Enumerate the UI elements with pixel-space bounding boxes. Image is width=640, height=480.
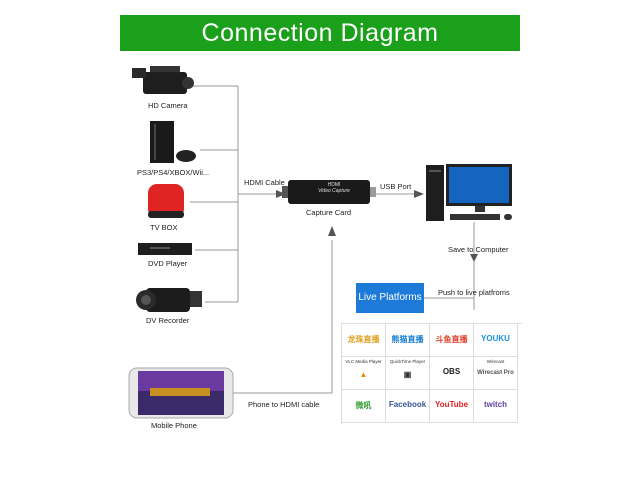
platform-cell: twitch xyxy=(474,390,518,423)
platform-cell: VLC Media Player ▲ xyxy=(342,357,386,390)
platform-cell: 微吼 xyxy=(342,390,386,423)
platform-cell: OBS xyxy=(430,357,474,390)
platform-caption: Wirecast xyxy=(486,359,505,364)
platform-logo: Facebook xyxy=(388,400,427,409)
mobile-phone-label: Mobile Phone xyxy=(151,421,197,430)
platform-caption: QuickTime Player xyxy=(389,359,426,364)
platform-logo: 熊猫直播 xyxy=(391,335,424,344)
arrow-to-pc xyxy=(414,190,424,198)
platform-logo: YouTube xyxy=(434,400,469,409)
platform-cell: YOUKU xyxy=(474,324,518,357)
computer-icon xyxy=(426,164,512,221)
hdmi-cable-label: HDMI Cable xyxy=(244,178,285,187)
capture-card-print: HDMI Video Capture xyxy=(318,182,350,194)
platform-cell: Facebook xyxy=(386,390,430,423)
source-label-dv-recorder: DV Recorder xyxy=(146,316,190,325)
arrow-to-save xyxy=(470,254,478,262)
platform-logo: 斗鱼直播 xyxy=(435,335,468,344)
platform-cell: 斗鱼直播 xyxy=(430,324,474,357)
source-label-tv-box: TV BOX xyxy=(150,223,178,232)
source-label-hd-camera: HD Camera xyxy=(148,101,188,110)
platform-caption: VLC Media Player xyxy=(345,359,382,364)
capture-card-label: Capture Card xyxy=(306,208,352,217)
platform-logo: Wirecast Pro xyxy=(477,370,514,376)
platform-logo: YOUKU xyxy=(481,334,510,343)
platform-cell: YouTube xyxy=(430,390,474,423)
game-console-icon xyxy=(150,121,196,163)
dvd-player-icon xyxy=(138,243,192,255)
tv-box-icon xyxy=(148,184,184,218)
live-platforms-badge: Live Platforms xyxy=(356,283,424,313)
platform-cell: 熊猫直播 xyxy=(386,324,430,357)
save-to-computer-label: Save to Computer xyxy=(448,245,509,254)
platform-cell: QuickTime Player ▣ xyxy=(386,357,430,390)
source-label-dvd: DVD Player xyxy=(148,259,188,268)
push-live-label: Push to live platfroms xyxy=(438,288,510,297)
source-label-console: PS3/PS4/XBOX/Wii... xyxy=(137,168,210,177)
platform-logo: 微吼 xyxy=(355,401,372,410)
platform-logo: OBS xyxy=(442,367,461,376)
platform-logo: twitch xyxy=(483,400,508,409)
arrow-phone-to-card xyxy=(328,226,336,236)
usb-port-label: USB Port xyxy=(380,182,412,191)
camcorder-icon xyxy=(132,66,194,94)
platform-logo: ▣ xyxy=(403,370,412,379)
platform-cell: 龙珠直播 xyxy=(342,324,386,357)
mobile-phone-icon xyxy=(128,367,234,419)
diagram-title: Connection Diagram xyxy=(120,15,520,51)
phone-to-hdmi-label: Phone to HDMI cable xyxy=(248,400,320,409)
capture-card-icon xyxy=(282,180,376,204)
arrow-to-card xyxy=(276,190,286,198)
platform-logo-grid: 龙珠直播 熊猫直播 斗鱼直播 YOUKU VLC Media Player ▲ QuickT… xyxy=(341,323,522,424)
platform-logo: 龙珠直播 xyxy=(347,335,380,344)
dv-recorder-icon xyxy=(136,288,202,312)
platform-logo: ▲ xyxy=(359,370,368,379)
